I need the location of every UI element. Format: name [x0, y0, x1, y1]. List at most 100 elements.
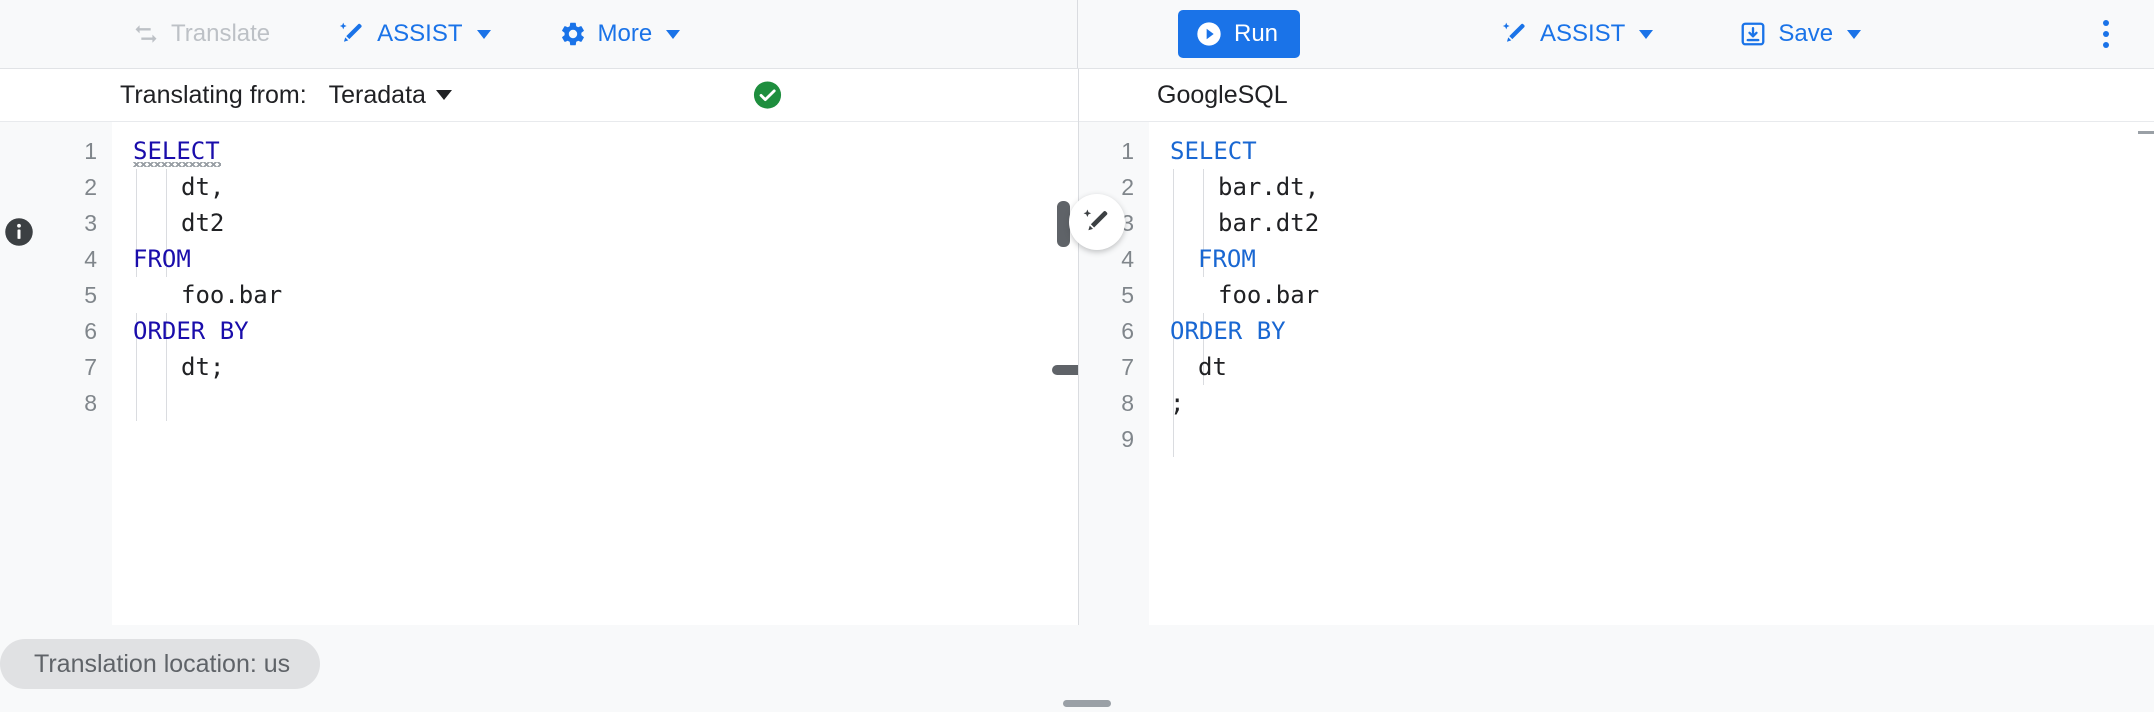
code-line: dt2	[112, 205, 1078, 241]
sql-keyword: ORDER BY	[1170, 317, 1286, 345]
target-code-area[interactable]: SELECT bar.dt, bar.dt2 FROM foo.bar ORDE…	[1149, 122, 2154, 625]
indent-guide	[136, 313, 137, 421]
chevron-down-icon	[476, 29, 491, 39]
source-horizontal-scrollbar[interactable]	[1052, 365, 1078, 375]
code-line: ;	[1149, 385, 2154, 421]
sql-keyword: FROM	[1198, 245, 1256, 273]
indent-guide	[1203, 169, 1204, 277]
translation-location-chip: Translation location: us	[0, 639, 321, 689]
translation-location-label: Translation location: us	[34, 649, 291, 678]
indent-guide	[166, 313, 167, 421]
info-icon[interactable]	[4, 217, 34, 247]
syntax-warning-underline	[133, 162, 221, 167]
line-number: 3	[84, 210, 97, 236]
assist-label-right: ASSIST	[1539, 20, 1626, 47]
code-text: dt;	[181, 353, 225, 381]
magic-wand-icon	[1082, 207, 1112, 237]
code-text: foo.bar	[181, 281, 283, 309]
more-vert-icon[interactable]	[2084, 12, 2128, 56]
code-line: dt,	[112, 169, 1078, 205]
code-line	[112, 385, 1078, 421]
play-circle-icon	[1195, 20, 1223, 48]
magic-wand-icon	[1501, 20, 1529, 48]
line-number: 2	[1121, 174, 1134, 200]
gear-icon	[559, 20, 587, 48]
code-line	[1149, 421, 2154, 457]
indent-guide	[1173, 385, 1174, 457]
line-number: 5	[1121, 282, 1134, 308]
source-line-number-gutter: 1 2 3 4 5 6 7 8	[0, 122, 112, 625]
line-number: 9	[1121, 426, 1134, 452]
translate-swap-icon	[132, 20, 160, 48]
line-number: 4	[84, 246, 97, 272]
line-number: 8	[84, 390, 97, 416]
more-label: More	[597, 20, 653, 47]
sql-keyword: SELECT	[133, 137, 220, 165]
indent-guide	[166, 169, 167, 277]
panel-resize-nub	[2138, 131, 2154, 134]
save-button[interactable]: Save	[1727, 11, 1873, 57]
toolbar-right-group: Run ASSIST	[1078, 0, 2154, 68]
code-text: dt,	[181, 173, 225, 201]
assist-fab-button[interactable]	[1069, 194, 1125, 250]
target-pane: GoogleSQL 1 2 3 4 5 6 7 8 9	[1079, 69, 2154, 625]
code-text: dt	[1198, 353, 1227, 381]
footer-bar: Translation location: us	[0, 625, 2154, 712]
source-vertical-scrollbar[interactable]	[1057, 201, 1070, 247]
code-line: ORDER BY	[112, 313, 1078, 349]
code-text: ;	[1170, 389, 1185, 417]
toolbar: Translate ASSIST	[0, 0, 2154, 69]
toolbar-left-group: Translate ASSIST	[0, 0, 1078, 68]
source-code-area[interactable]: SELECT dt, dt2 FROM foo.bar ORDER BY dt;	[112, 122, 1078, 625]
assist-label-left: ASSIST	[377, 20, 463, 47]
magic-wand-icon	[338, 20, 366, 48]
line-number: 7	[1121, 354, 1134, 380]
chevron-down-icon	[666, 29, 681, 39]
chevron-down-icon	[1847, 29, 1862, 39]
source-pane: Translating from: Teradata 1 2 3	[0, 69, 1078, 625]
code-text: bar.dt,	[1218, 173, 1320, 201]
code-text: bar.dt2	[1218, 209, 1320, 237]
code-line: dt;	[112, 349, 1078, 385]
line-number: 7	[84, 354, 97, 380]
run-button[interactable]: Run	[1178, 10, 1301, 58]
source-code-editor[interactable]: 1 2 3 4 5 6 7 8 SELECT dt, dt2	[0, 122, 1078, 625]
chevron-down-icon	[1639, 29, 1654, 39]
assist-button-right[interactable]: ASSIST	[1489, 11, 1665, 57]
code-line: foo.bar	[1149, 277, 2154, 313]
dot	[2103, 31, 2109, 37]
code-line: FROM	[1149, 241, 2154, 277]
code-line: SELECT	[1149, 133, 2154, 169]
translate-button[interactable]: Translate	[120, 11, 282, 57]
more-button[interactable]: More	[547, 11, 693, 57]
line-number: 1	[84, 138, 97, 164]
source-pane-header: Translating from: Teradata	[0, 69, 1078, 122]
code-line: bar.dt,	[1149, 169, 2154, 205]
line-number: 5	[84, 282, 97, 308]
run-label: Run	[1234, 20, 1279, 47]
indent-guide	[1173, 313, 1174, 421]
check-circle-icon	[752, 80, 783, 111]
save-download-icon	[1739, 20, 1767, 48]
line-number: 2	[84, 174, 97, 200]
code-line: SELECT	[112, 133, 1078, 169]
target-dialect-label: GoogleSQL	[1157, 80, 1288, 109]
indent-guide	[136, 169, 137, 277]
save-label: Save	[1778, 20, 1834, 47]
pane-divider[interactable]	[1078, 69, 1079, 625]
editor-panes: Translating from: Teradata 1 2 3	[0, 69, 2154, 625]
code-text: dt2	[181, 209, 225, 237]
indent-guide	[1203, 313, 1204, 385]
line-number: 6	[1121, 318, 1134, 344]
indent-guide	[1173, 169, 1174, 313]
dot	[2103, 42, 2109, 48]
sql-keyword: ORDER BY	[133, 317, 249, 345]
bottom-resize-handle[interactable]	[1063, 700, 1111, 707]
assist-button-left[interactable]: ASSIST	[326, 11, 502, 57]
code-line: foo.bar	[112, 277, 1078, 313]
source-dialect-value: Teradata	[328, 80, 426, 109]
target-code-editor[interactable]: 1 2 3 4 5 6 7 8 9 SELECT b	[1079, 122, 2154, 625]
chevron-down-icon	[435, 90, 452, 100]
source-dialect-select[interactable]: Teradata	[329, 81, 452, 110]
